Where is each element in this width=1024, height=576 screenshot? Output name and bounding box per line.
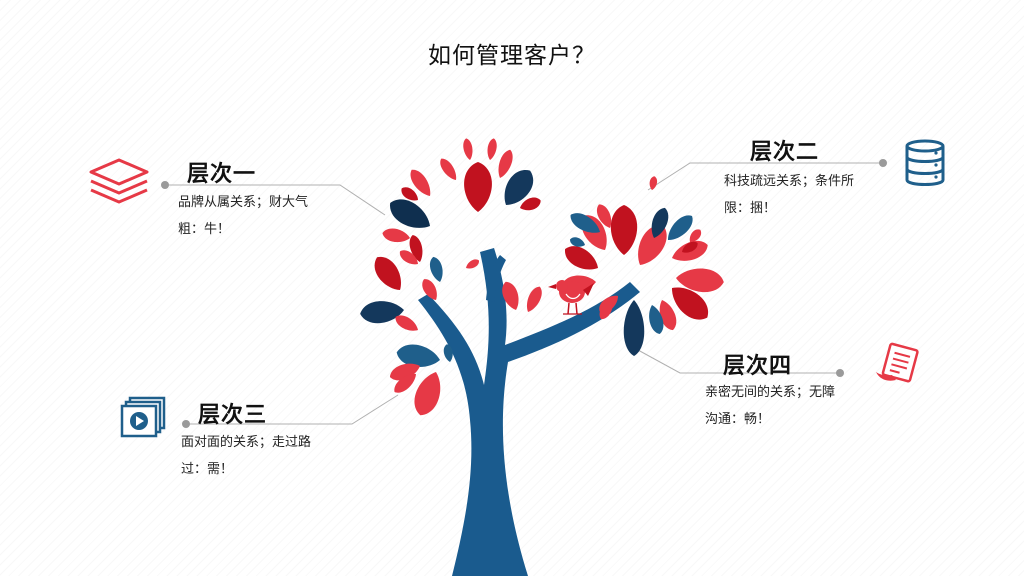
connector-level-2	[647, 162, 883, 191]
connectors	[161, 159, 887, 428]
leaf	[610, 205, 638, 255]
leaf	[570, 213, 600, 233]
leaf	[409, 234, 423, 262]
leaf	[638, 225, 667, 265]
leaf	[414, 372, 441, 416]
tree-trunk	[418, 248, 640, 576]
leaf	[623, 300, 645, 356]
leaf	[599, 300, 613, 320]
leaf	[399, 250, 418, 265]
leaf	[464, 162, 492, 212]
leaf	[649, 305, 664, 334]
leaf	[382, 228, 410, 243]
video-play-icon	[120, 396, 168, 440]
leaf	[502, 281, 519, 310]
connector-level-3	[186, 394, 399, 425]
leaf	[463, 138, 473, 160]
leaf	[596, 204, 612, 228]
database-icon	[904, 139, 946, 187]
leaf	[390, 199, 430, 228]
leaf	[649, 176, 658, 190]
level-3-heading: 层次三	[198, 403, 268, 428]
leaf	[396, 344, 440, 367]
leaf	[651, 207, 669, 238]
leaf	[659, 300, 677, 331]
leaf	[527, 286, 542, 312]
level-2-heading: 层次二	[750, 140, 820, 165]
leaf	[504, 170, 534, 205]
connector-dot-level-4	[836, 369, 844, 377]
layers-icon	[88, 158, 150, 206]
leaf	[401, 187, 418, 201]
leaf	[430, 256, 443, 282]
leaf	[410, 169, 431, 196]
leaf	[422, 279, 437, 300]
leaf	[395, 315, 418, 331]
connector-level-1	[165, 184, 386, 216]
leaf	[374, 256, 401, 290]
leaf	[440, 158, 457, 180]
leaf	[394, 373, 416, 393]
leaf	[682, 241, 698, 253]
leaf	[671, 287, 709, 320]
leaf	[443, 344, 453, 362]
connector-dot-level-3	[182, 420, 190, 428]
level-4-heading: 层次四	[723, 354, 793, 379]
leaf	[498, 149, 513, 178]
page-title: 如何管理客户？	[428, 43, 596, 69]
leaf	[689, 229, 702, 243]
level-1-description: 品牌从属关系；财大气粗：牛！	[178, 195, 309, 237]
leaf	[569, 237, 585, 247]
level-3-description: 面对面的关系；走过路过：需！	[181, 435, 312, 477]
leaf	[360, 301, 404, 324]
leaf	[389, 363, 420, 381]
connector-dot-level-1	[161, 181, 169, 189]
leaf	[667, 215, 693, 241]
leaf	[565, 246, 598, 270]
document-list-icon	[872, 342, 924, 384]
level-1-heading: 层次一	[187, 162, 257, 187]
level-2-description: 科技疏远关系；条件所限：捆！	[724, 174, 855, 216]
leaf	[487, 138, 497, 160]
leaf	[520, 197, 541, 211]
leaf	[676, 268, 724, 293]
bird-illustration	[548, 280, 594, 315]
connector-level-4	[637, 349, 840, 374]
leaf	[466, 259, 479, 269]
connector-dot-level-2	[879, 159, 887, 167]
tree-leaves	[360, 138, 724, 416]
level-4-description: 亲密无间的关系；无障沟通：畅！	[705, 385, 836, 427]
